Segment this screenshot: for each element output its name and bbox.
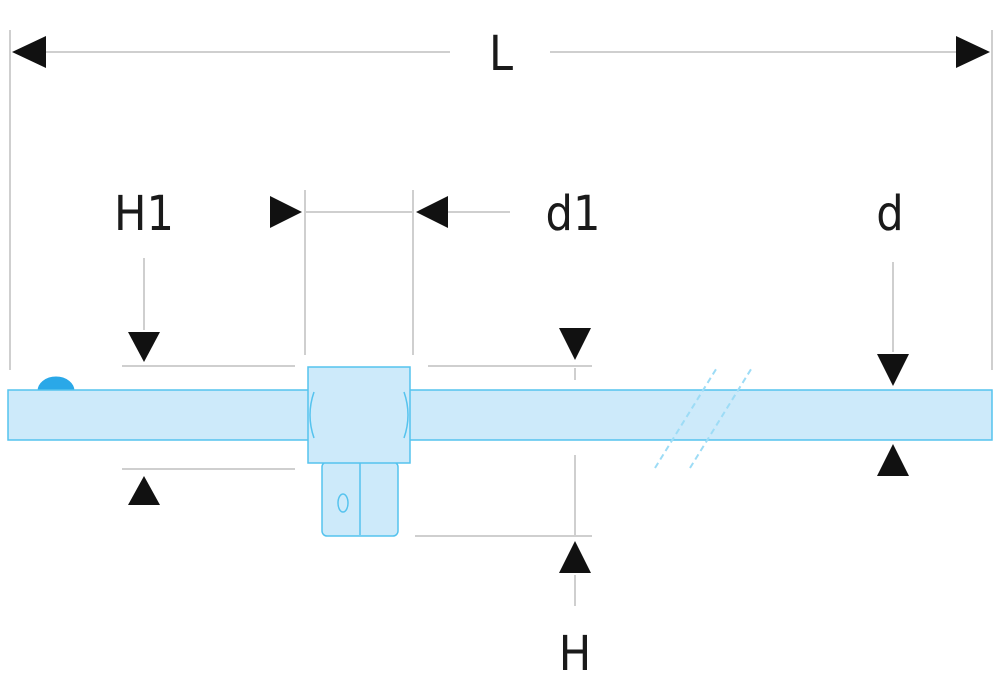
t-handle-part	[7, 365, 993, 537]
label-H1: H1	[114, 186, 174, 242]
arrow-right-icon	[956, 36, 990, 68]
sliding-head-bore-right	[403, 391, 409, 439]
dimension-H1: H1	[114, 186, 295, 505]
ball-detent	[37, 376, 75, 392]
dimension-L: L	[9, 26, 993, 370]
arrow-down-icon	[128, 332, 160, 362]
label-d1: d1	[546, 186, 601, 242]
label-L: L	[489, 26, 513, 82]
sliding-bar	[7, 389, 993, 441]
arrow-left-icon	[12, 36, 46, 68]
arrow-down-icon	[877, 354, 909, 386]
arrow-up-icon	[559, 541, 591, 573]
label-d: d	[876, 186, 903, 242]
dimension-H: H	[415, 328, 592, 682]
arrow-up-icon	[877, 444, 909, 476]
sliding-head-bore-left	[309, 391, 315, 439]
label-H: H	[559, 626, 591, 682]
arrow-right-icon	[270, 196, 302, 228]
arrow-down-icon	[559, 328, 591, 360]
dimension-d1: d1	[270, 186, 600, 355]
arrow-left-icon	[416, 196, 448, 228]
sliding-head	[307, 366, 411, 464]
arrow-up-icon	[128, 476, 160, 505]
square-drive-ball-hole	[337, 493, 349, 513]
dimension-d: d	[876, 186, 909, 476]
